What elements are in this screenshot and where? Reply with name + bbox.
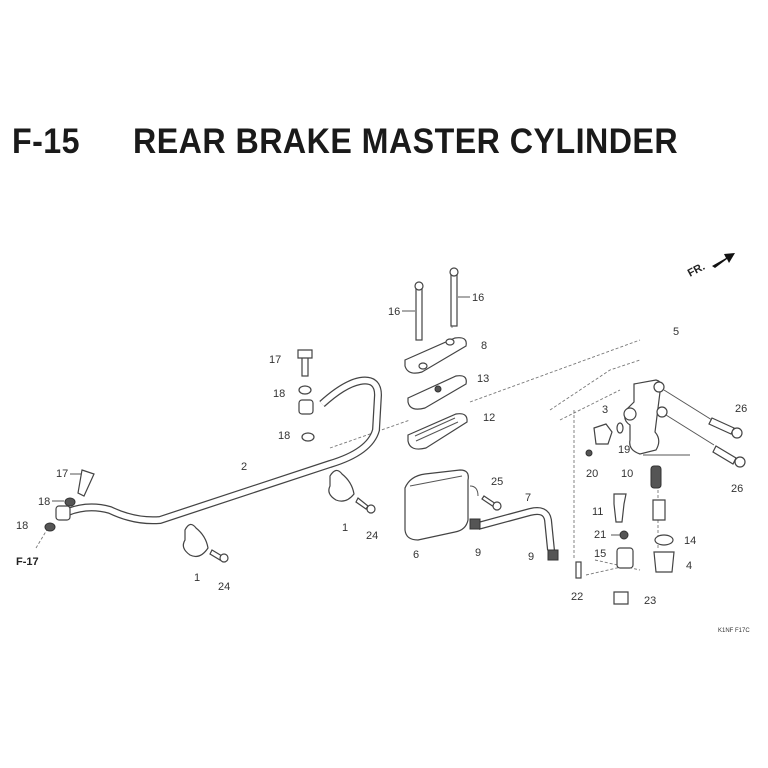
- callout: 8: [481, 340, 487, 352]
- callout: 3: [602, 404, 608, 416]
- callout: 11: [592, 506, 603, 518]
- callout: 22: [571, 591, 583, 603]
- banjo-bolt-17-lower: [77, 469, 95, 497]
- callout: 5: [673, 326, 679, 338]
- master-cylinder-5: [623, 379, 668, 455]
- callout: 18: [273, 388, 285, 400]
- callout: 9: [475, 547, 481, 559]
- diagram-code: K1NF F17C: [718, 628, 750, 634]
- cross-reference-label: F-17: [16, 556, 39, 568]
- reservoir-6: [404, 469, 479, 541]
- reservoir-hose-7: [476, 507, 555, 551]
- banjo-fitting-lower: [55, 505, 71, 521]
- callout: 16: [388, 306, 400, 318]
- callout: 20: [586, 468, 598, 480]
- callout: 1: [194, 572, 200, 584]
- hose-clip-9b: [547, 549, 559, 561]
- section-code: F-15: [12, 122, 81, 161]
- callout-labels: 16 16 8 13 12 17 18 18 2 17 18 18 1 24 1…: [16, 292, 747, 607]
- hose-clip-9a: [469, 518, 481, 530]
- nut-21: [619, 530, 629, 540]
- joint-pin-23: [613, 591, 629, 605]
- brake-pipe-2: [66, 376, 383, 525]
- bolt-16-right: [449, 267, 459, 327]
- callout: 24: [366, 530, 378, 542]
- leader-lines: [52, 296, 620, 536]
- callout: 2: [241, 461, 247, 473]
- washer-18d: [44, 522, 56, 532]
- banjo-fitting-upper: [298, 399, 314, 415]
- joint-15: [616, 547, 634, 569]
- bolt-26-upper: [663, 389, 743, 439]
- washer-18c: [64, 497, 76, 507]
- callout: 25: [491, 476, 503, 488]
- page-title: REAR BRAKE MASTER CYLINDER: [133, 122, 679, 161]
- callout: 4: [686, 560, 692, 572]
- callout: 17: [56, 468, 68, 480]
- callout: 16: [472, 292, 484, 304]
- callout: 17: [269, 354, 281, 366]
- banjo-bolt-17-upper: [297, 349, 313, 377]
- cotter-pin-22: [575, 561, 582, 579]
- callout: 9: [528, 551, 534, 563]
- callout: 18: [38, 496, 50, 508]
- o-ring-19: [616, 422, 624, 434]
- callout: 26: [735, 403, 747, 415]
- callout: 6: [413, 549, 419, 561]
- callout: 23: [644, 595, 656, 607]
- callout: 1: [342, 522, 348, 534]
- washer-18a: [298, 385, 312, 395]
- screw-20: [585, 449, 593, 457]
- pipe-clamp-1b: [328, 469, 376, 514]
- callout: 14: [684, 535, 696, 547]
- bolt-16-left: [414, 281, 424, 341]
- reservoir-plate-13: [407, 375, 467, 410]
- callout: 24: [218, 581, 230, 593]
- push-rod-11: [613, 493, 627, 523]
- callout: 12: [483, 412, 495, 424]
- callout: 15: [594, 548, 606, 560]
- callout: 18: [16, 520, 28, 532]
- boot-4: [653, 551, 675, 573]
- front-direction-indicator: FR.: [686, 253, 735, 280]
- piston-set-10: [643, 454, 690, 521]
- callout: 19: [618, 444, 630, 456]
- callout: 21: [594, 529, 606, 541]
- callout: 18: [278, 430, 290, 442]
- bolt-25: [481, 495, 502, 511]
- callout: 10: [621, 468, 633, 480]
- callout: 26: [731, 483, 743, 495]
- front-arrow-icon: [712, 253, 735, 268]
- callout: 7: [525, 492, 531, 504]
- hose-joint-3: [593, 423, 613, 445]
- washer-18b: [301, 432, 315, 442]
- pipe-clamp-1a: [182, 523, 229, 563]
- bolt-26-lower: [665, 414, 746, 468]
- front-direction-label: FR.: [686, 261, 707, 280]
- diaphragm-12: [407, 413, 468, 450]
- callout: 13: [477, 373, 489, 385]
- reservoir-cap-8: [404, 337, 467, 374]
- boot-14: [654, 534, 674, 546]
